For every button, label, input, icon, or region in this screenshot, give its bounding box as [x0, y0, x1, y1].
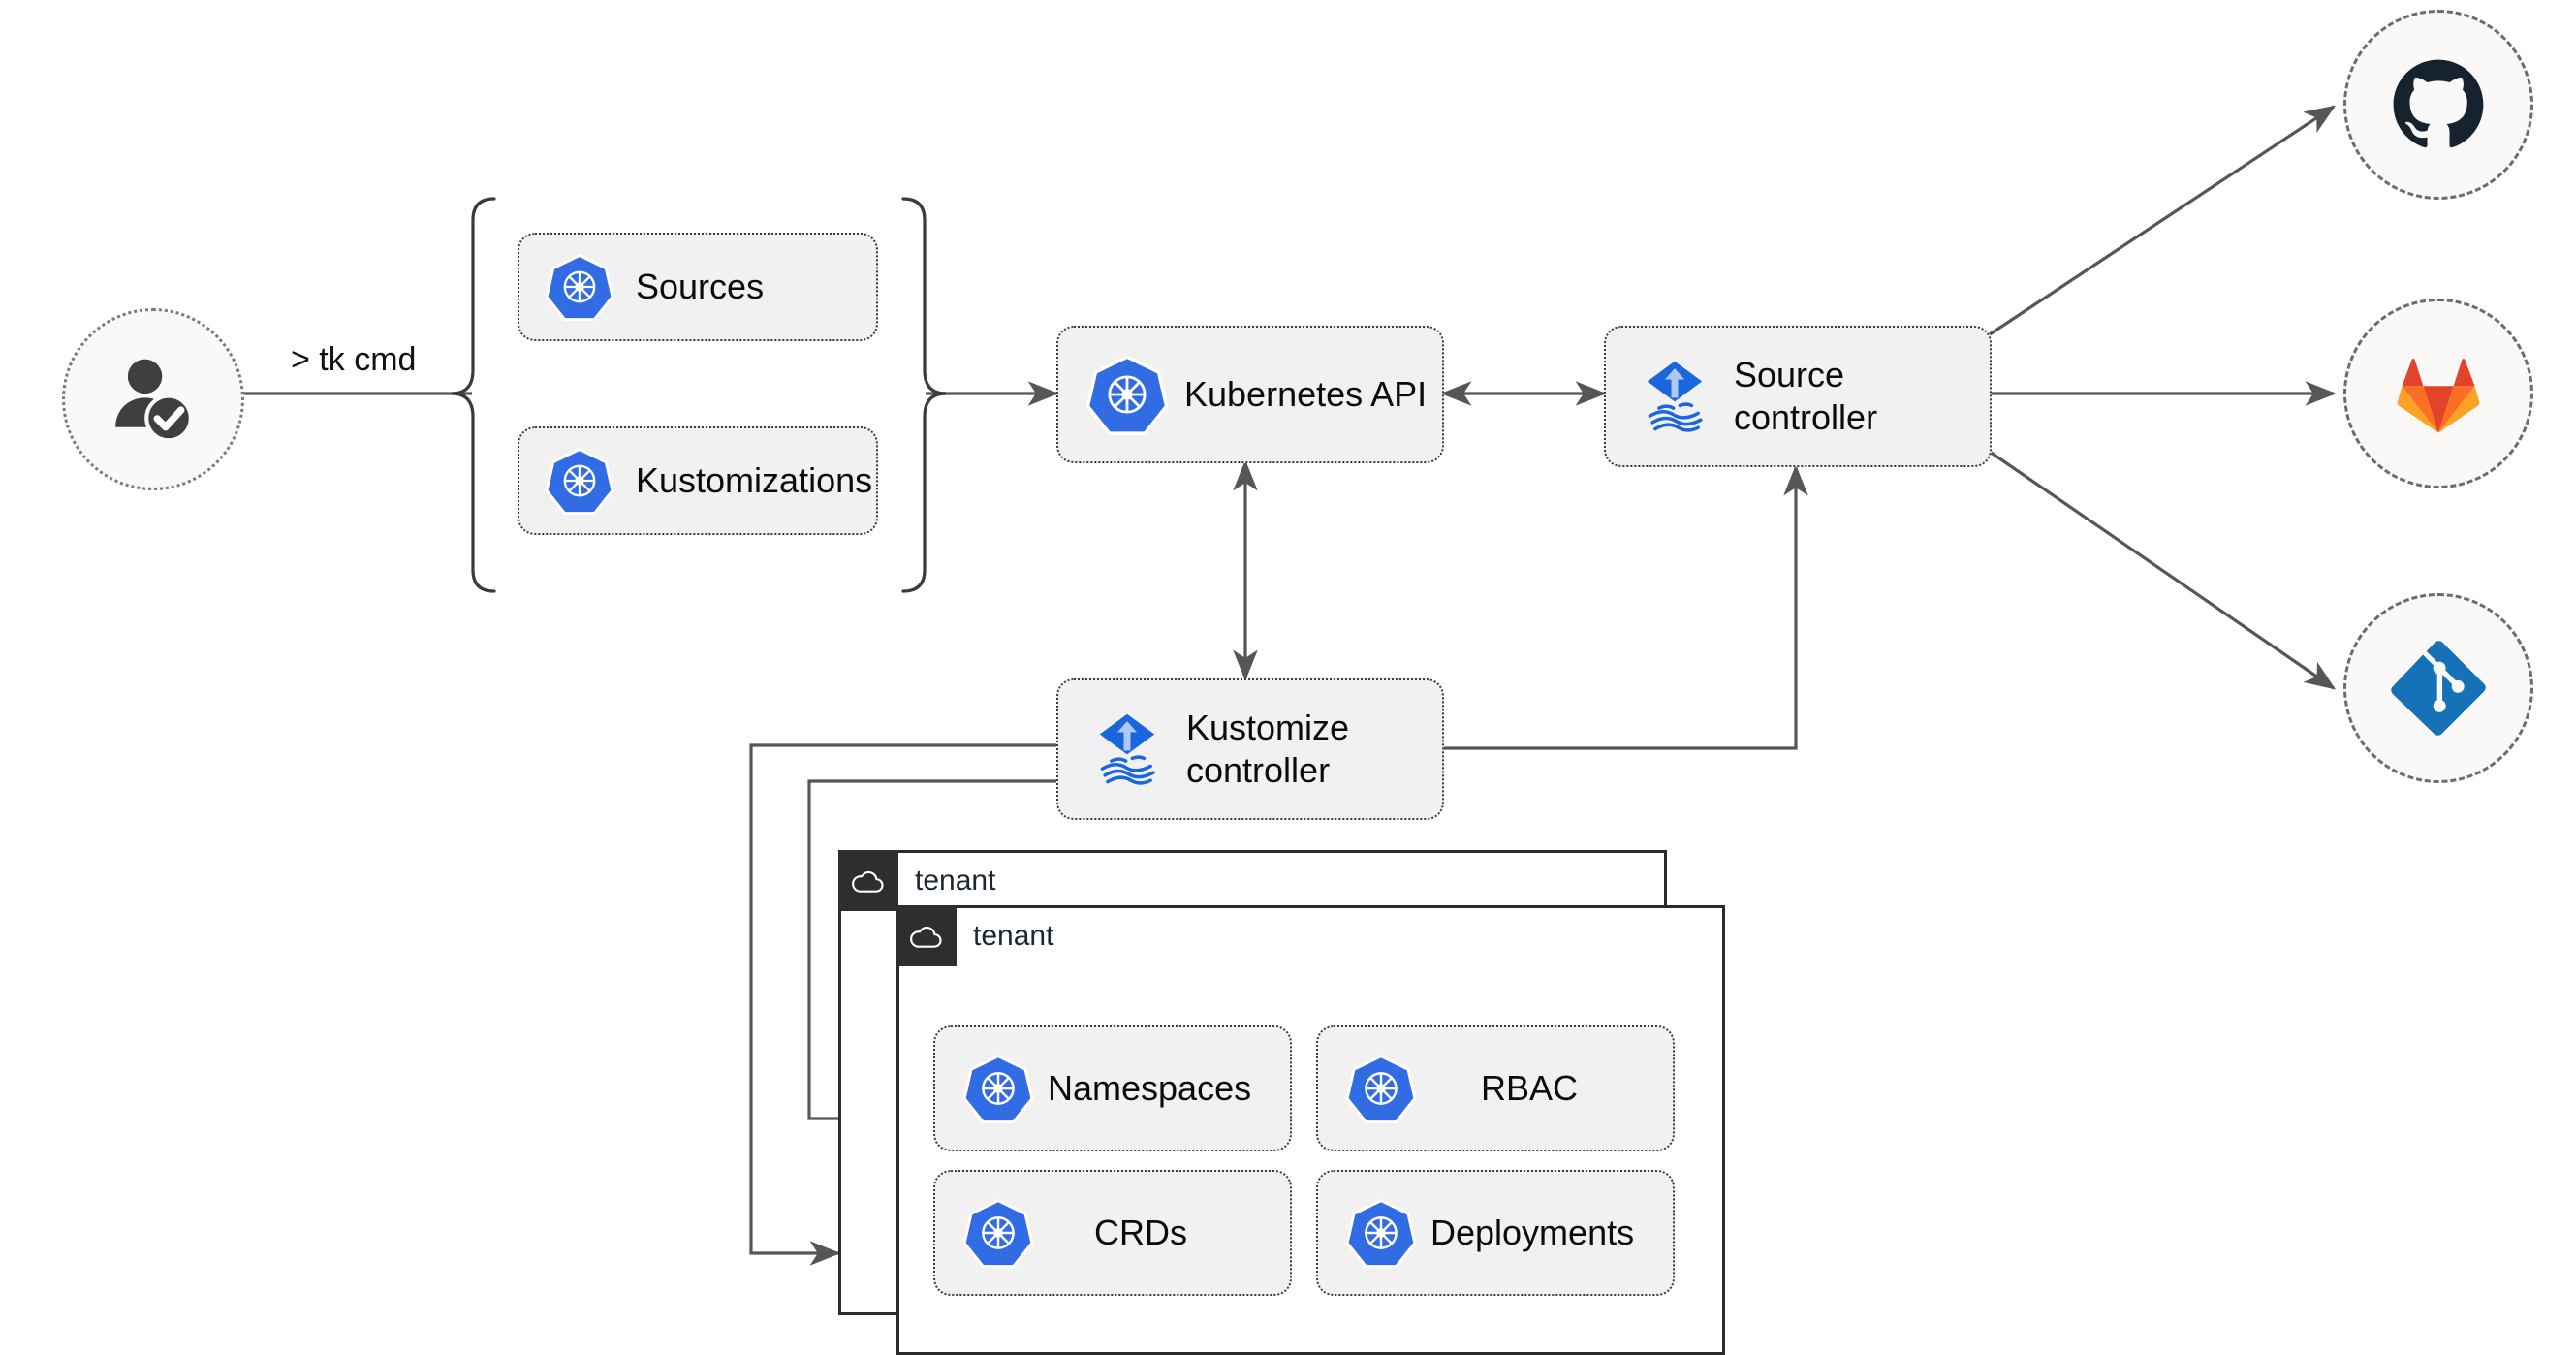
node-label: Namespaces — [1048, 1068, 1252, 1109]
node-crds[interactable]: CRDs — [933, 1170, 1292, 1296]
node-source-controller[interactable]: Source controller — [1604, 326, 1992, 467]
github-icon — [2387, 53, 2490, 156]
node-sources[interactable]: Sources — [518, 233, 878, 341]
kubernetes-icon — [962, 1197, 1034, 1269]
node-label: CRDs — [1094, 1213, 1187, 1253]
gitlab-icon — [2390, 345, 2487, 442]
user-node[interactable] — [62, 308, 244, 490]
kubernetes-icon — [545, 446, 614, 516]
flux-icon — [1085, 708, 1169, 791]
kubernetes-icon — [1345, 1197, 1417, 1269]
node-label: RBAC — [1481, 1068, 1579, 1109]
tenant-header-2 — [896, 905, 957, 966]
node-git[interactable] — [2343, 593, 2533, 783]
node-label: Kubernetes API — [1184, 374, 1428, 415]
brace-right — [901, 197, 947, 593]
kubernetes-icon — [1085, 353, 1169, 436]
node-label: Sources — [636, 267, 765, 307]
user-verified-icon — [101, 347, 205, 452]
node-rbac[interactable]: RBAC — [1316, 1025, 1675, 1151]
git-icon — [2388, 638, 2489, 739]
tenant-header-1 — [838, 850, 898, 911]
wire-source-to-git — [1989, 450, 2337, 690]
node-label: Kustomizations — [636, 460, 873, 501]
command-label: > tk cmd — [291, 341, 417, 378]
node-deployments[interactable]: Deployments — [1316, 1170, 1675, 1296]
node-kustomizations[interactable]: Kustomizations — [518, 426, 878, 535]
node-kustomize-controller[interactable]: Kustomize controller — [1056, 678, 1444, 820]
brace-left — [451, 197, 496, 593]
node-label: Deployments — [1430, 1213, 1635, 1253]
wire-source-to-github — [1989, 105, 2337, 336]
kubernetes-icon — [962, 1053, 1034, 1124]
node-label: Kustomize controller — [1186, 708, 1350, 790]
kubernetes-icon — [545, 252, 614, 322]
node-kubernetes-api[interactable]: Kubernetes API — [1056, 326, 1444, 463]
cloud-icon — [896, 917, 957, 956]
node-gitlab[interactable] — [2343, 299, 2533, 488]
wire-kustomize-to-source — [1443, 464, 1808, 750]
node-github[interactable] — [2343, 10, 2533, 200]
node-namespaces[interactable]: Namespaces — [933, 1025, 1292, 1151]
node-label: Source controller — [1734, 355, 1878, 437]
cloud-icon — [838, 862, 898, 900]
tenant-label-1: tenant — [915, 864, 996, 897]
kubernetes-icon — [1345, 1053, 1417, 1124]
tenant-frame-2[interactable]: tenant Namespaces — [896, 905, 1725, 1355]
tenant-label-2: tenant — [973, 919, 1054, 952]
flux-icon — [1633, 355, 1716, 438]
